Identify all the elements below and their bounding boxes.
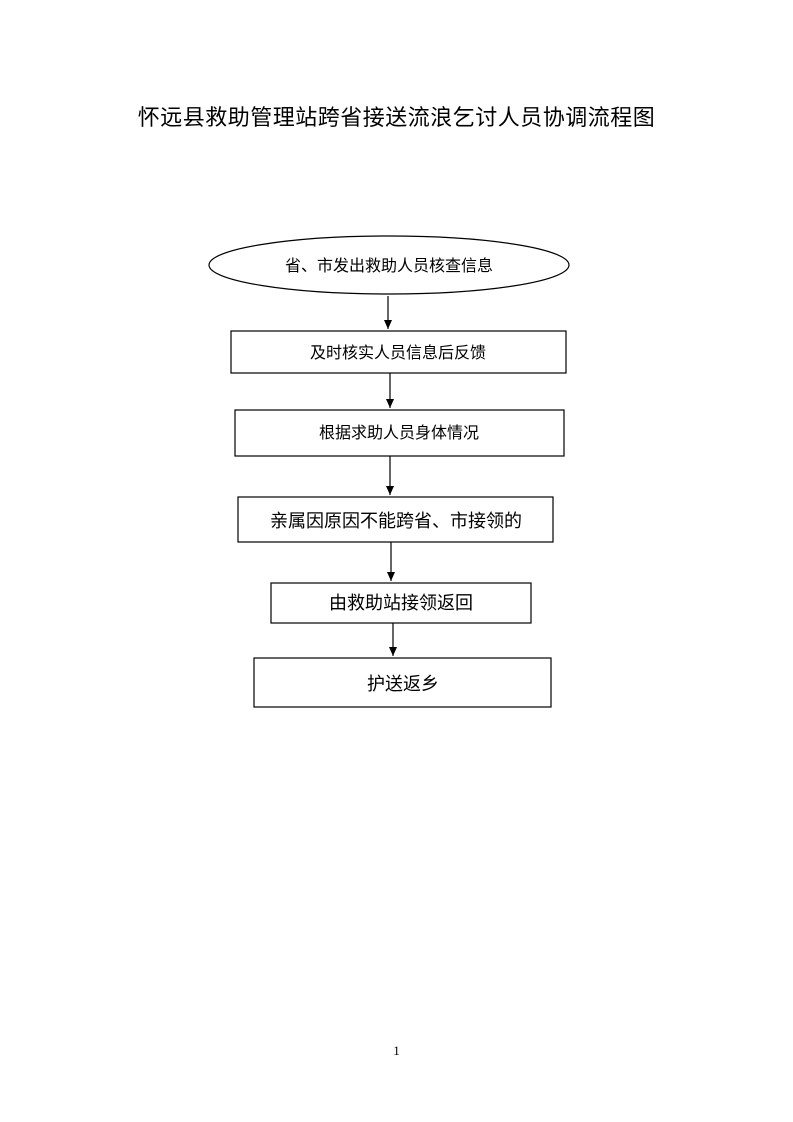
flow-node-verify (230, 330, 567, 374)
flow-node-health-label: 根据求助人员身体情况 (319, 423, 479, 442)
flow-node-station-pickup-label: 由救助站接领返回 (329, 593, 473, 614)
flow-node-relatives (237, 496, 554, 543)
flow-node-escort-home (253, 657, 552, 708)
page-number: 1 (393, 1043, 400, 1058)
flow-node-start-label: 省、市发出救助人员核查信息 (285, 256, 493, 275)
flow-node-start (208, 235, 570, 295)
page-title: 怀远县救助管理站跨省接送流浪乞讨人员协调流程图 (137, 106, 656, 131)
flow-node-health (234, 409, 565, 457)
flow-node-verify-label: 及时核实人员信息后反馈 (310, 343, 486, 362)
flow-node-escort-home-label: 护送返乡 (367, 674, 439, 695)
flow-node-relatives-label: 亲属因原因不能跨省、市接领的 (270, 511, 522, 532)
flow-node-station-pickup (270, 582, 532, 624)
